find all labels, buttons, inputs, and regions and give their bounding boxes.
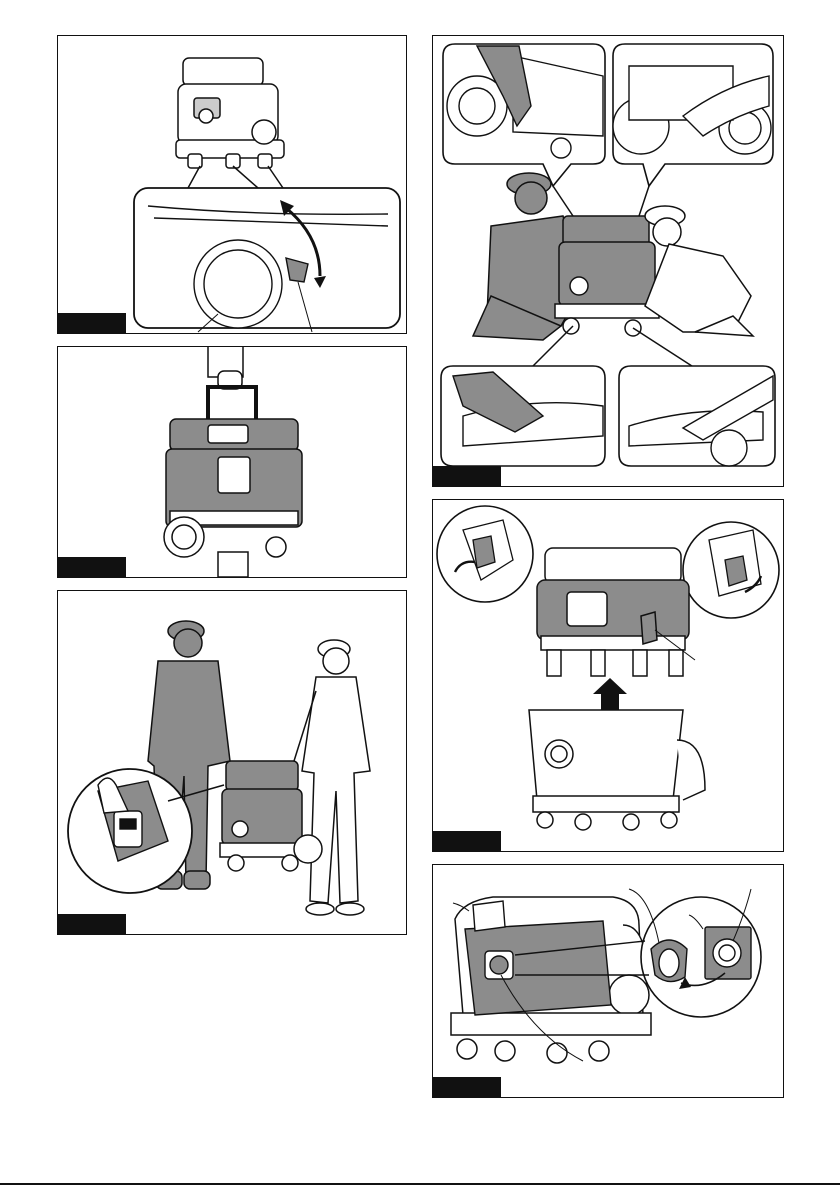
caster-lock-illustration	[58, 36, 406, 333]
figure-number-tab	[433, 831, 501, 851]
figure-unlatch-head	[432, 499, 784, 852]
unlatch-head-illustration	[433, 500, 783, 851]
footer-rule	[0, 1183, 840, 1185]
two-person-lift-illustration	[433, 36, 783, 486]
figure-caster-lock	[57, 35, 407, 334]
figure-number-tab	[433, 1077, 501, 1097]
pull-handle-illustration	[58, 591, 406, 934]
figure-number-tab	[58, 313, 126, 333]
figure-carry-handle	[57, 346, 407, 578]
figure-number-tab	[58, 557, 126, 577]
carry-handle-illustration	[58, 347, 406, 577]
figure-number-tab	[433, 466, 501, 486]
figure-number-tab	[58, 914, 126, 934]
figure-two-person-lift	[432, 35, 784, 487]
dust-bag-illustration	[433, 865, 783, 1097]
figure-pull-handle	[57, 590, 407, 935]
figure-dust-bag	[432, 864, 784, 1098]
